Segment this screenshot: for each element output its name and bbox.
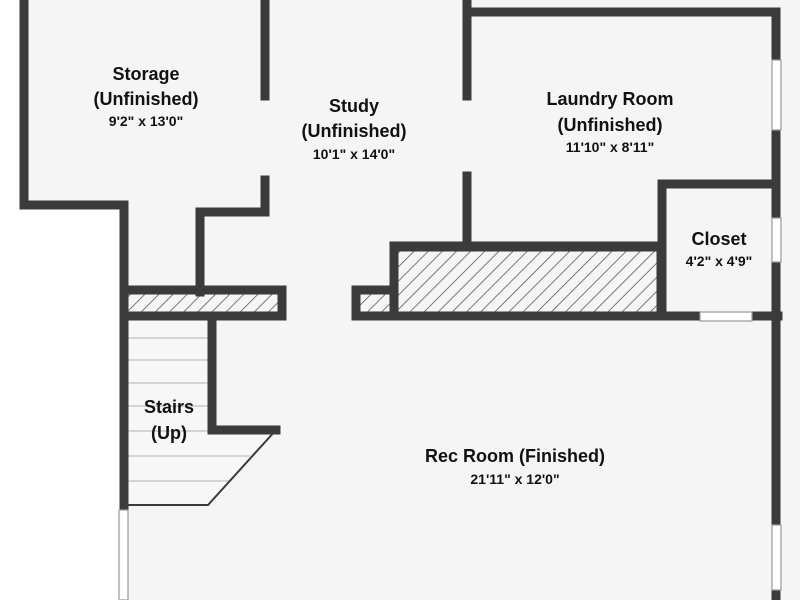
room-closet: Closet 4'2" x 4'9" — [686, 229, 753, 269]
room-rec-dimensions: 21'11" x 12'0" — [470, 471, 559, 487]
room-study: Study (Unfinished) 10'1" x 14'0" — [302, 96, 407, 162]
room-rec: Rec Room (Finished) 21'11" x 12'0" — [425, 446, 605, 487]
stair-treads — [128, 337, 250, 482]
hatched-counter — [394, 248, 660, 316]
wall-storage-study-lower — [195, 175, 270, 297]
room-stairs-name: Stairs — [144, 397, 194, 417]
room-closet-name: Closet — [691, 229, 746, 249]
room-laundry: Laundry Room (Unfinished) 11'10" x 8'11" — [546, 89, 673, 155]
window-rec-right — [771, 524, 782, 591]
room-storage: Storage (Unfinished) 9'2" x 13'0" — [94, 64, 199, 129]
stairs — [128, 316, 277, 506]
room-laundry-name: Laundry Room — [546, 89, 673, 109]
room-study-dimensions: 10'1" x 14'0" — [313, 146, 395, 162]
window-closet-door — [699, 311, 753, 322]
room-laundry-subtitle: (Unfinished) — [558, 115, 663, 135]
hatched-step — [354, 290, 396, 316]
window-rec-left — [118, 509, 129, 600]
room-storage-subtitle: (Unfinished) — [94, 89, 199, 109]
window-laundry — [771, 59, 782, 131]
window-closet — [771, 217, 782, 263]
room-stairs: Stairs (Up) — [144, 397, 194, 443]
windows — [118, 59, 782, 600]
wall-stair-inner — [207, 311, 281, 435]
room-storage-dimensions: 9'2" x 13'0" — [109, 113, 183, 129]
room-closet-dimensions: 4'2" x 4'9" — [686, 253, 753, 269]
stairs-outline — [128, 316, 276, 505]
wall-ledge-top — [119, 285, 287, 321]
walls — [19, 0, 783, 600]
wall-closet — [657, 179, 781, 321]
wall-storage-outer — [19, 0, 129, 297]
room-storage-name: Storage — [112, 64, 179, 84]
room-study-name: Study — [329, 96, 379, 116]
room-study-subtitle: (Unfinished) — [302, 121, 407, 141]
room-rec-name: Rec Room (Finished) — [425, 446, 605, 466]
wall-counter — [389, 241, 665, 321]
room-stairs-direction: (Up) — [151, 423, 187, 443]
room-laundry-dimensions: 11'10" x 8'11" — [566, 139, 654, 155]
wall-laundry-top — [462, 7, 781, 65]
